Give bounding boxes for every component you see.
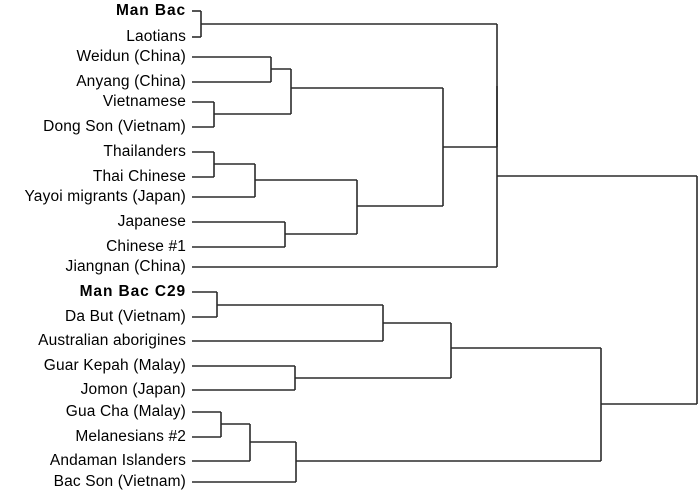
leaf-label-vietnamese: Vietnamese (102, 93, 186, 110)
leaf-label-da-but-vietnam: Da But (Vietnam) (65, 308, 186, 325)
leaf-label-jiangnan-china: Jiangnan (China) (65, 258, 186, 275)
leaf-label-melanesians-2: Melanesians #2 (75, 428, 186, 445)
leaf-label-yayoi-migrants-japan: Yayoi migrants (Japan) (24, 188, 186, 205)
leaf-label-australian-aborigines: Australian aborigines (38, 332, 186, 349)
leaf-label-bac-son-vietnam: Bac Son (Vietnam) (53, 473, 186, 490)
leaf-label-gua-cha-malay: Gua Cha (Malay) (65, 403, 186, 420)
leaf-label-dong-son-vietnam: Dong Son (Vietnam) (43, 118, 186, 135)
leaf-label-andaman-islanders: Andaman Islanders (49, 452, 186, 469)
leaf-label-jomon-japan: Jomon (Japan) (80, 381, 186, 398)
leaf-label-guar-kepah-malay: Guar Kepah (Malay) (43, 357, 186, 374)
leaf-label-weidun-china: Weidun (China) (76, 48, 186, 65)
leaf-label-japanese: Japanese (117, 213, 186, 230)
leaf-label-chinese-1: Chinese #1 (106, 238, 186, 255)
leaf-label-man-bac-c29: Man Bac C29 (79, 283, 186, 300)
leaf-label-laotians: Laotians (126, 28, 186, 45)
leaf-label-thailanders: Thailanders (103, 143, 186, 160)
leaf-label-man-bac: Man Bac (115, 2, 186, 19)
leaf-label-thai-chinese: Thai Chinese (92, 168, 186, 185)
leaf-label-anyang-china: Anyang (China) (76, 73, 186, 90)
